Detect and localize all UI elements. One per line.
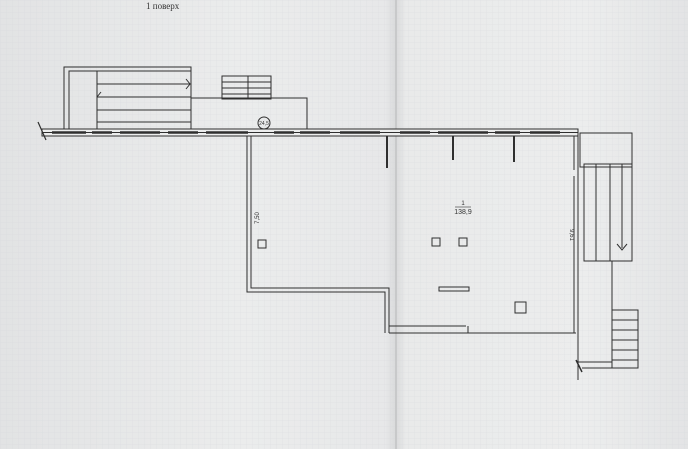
section-marker [257,116,271,130]
marker-label: 24,5 [259,121,269,127]
room-number: 1 [461,201,465,207]
main-room-outline [389,136,579,380]
left-room-outline [246,136,390,333]
floor-title: 1 поверх [146,1,180,11]
dimension-right: 9,61 [568,229,574,241]
front-wall [37,121,579,141]
stair-block-small [190,75,308,131]
dimension-left: 7,50 [255,212,261,224]
stair-block-right [575,132,639,373]
stair-block-left [63,66,192,132]
room-area: 138,9 [454,209,472,216]
